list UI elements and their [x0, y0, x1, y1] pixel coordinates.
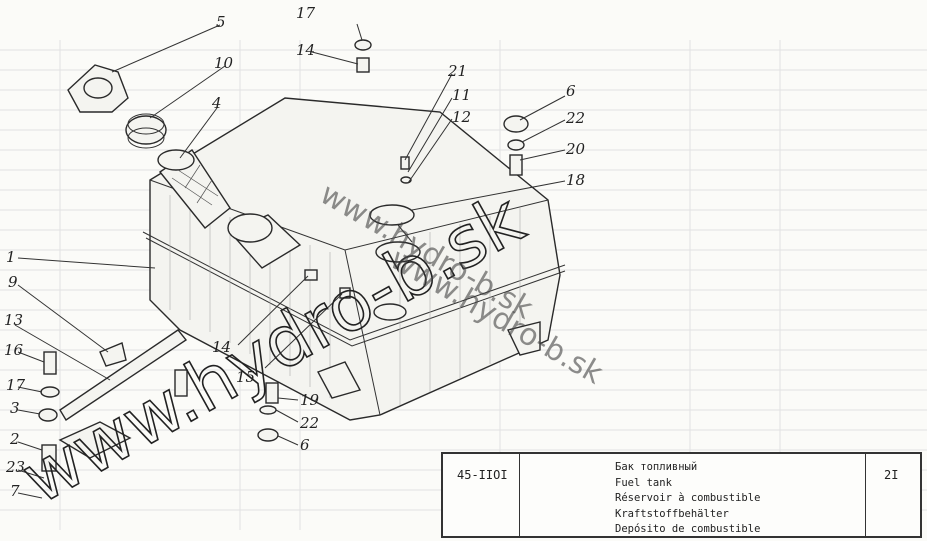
part-name-list: Бак топливный Fuel tank Réservoir à comb… [520, 454, 865, 536]
filter-part-4 [157, 149, 231, 229]
cap-part-5 [67, 64, 129, 113]
spring-part-10 [125, 113, 167, 149]
callout-23: 23 [5, 458, 25, 476]
callout-9: 9 [8, 273, 18, 291]
callout-18: 18 [566, 171, 585, 189]
callout-14-mid: 14 [212, 338, 231, 356]
sender-part-18 [369, 204, 421, 263]
callout-22-bottom: 22 [299, 414, 319, 432]
bolt-parts [38, 39, 529, 472]
sheet-number: 2I [865, 454, 920, 536]
leader-lines [14, 23, 566, 499]
bracket-parts [58, 329, 188, 459]
callout-13: 13 [4, 311, 23, 329]
part-name-en: Fuel tank [615, 476, 672, 489]
callout-10: 10 [214, 54, 234, 72]
callout-14-top: 14 [296, 41, 315, 59]
callout-4: 4 [211, 94, 222, 112]
callout-21: 21 [447, 62, 467, 80]
callout-6-top: 6 [566, 82, 576, 100]
callout-15: 15 [236, 368, 255, 386]
part-name-ru: Бак топливный [615, 461, 698, 473]
callout-3: 3 [10, 399, 20, 417]
callout-numbers: 5 10 4 1 9 13 16 17 3 2 23 7 17 14 21 11… [4, 4, 586, 500]
callout-1: 1 [6, 248, 16, 266]
part-group-code: 45-IIOI [443, 454, 520, 536]
callout-17-top: 17 [296, 4, 316, 22]
callout-17-left: 17 [6, 376, 26, 394]
callout-11: 11 [452, 86, 471, 104]
callout-22-top: 22 [565, 109, 585, 127]
fuel-tank-body [142, 97, 566, 421]
part-name-es: Depósito de combustible [615, 523, 761, 535]
part-name-fr: Réservoir à combustible [615, 492, 761, 504]
callout-2: 2 [9, 430, 20, 448]
title-block: 45-IIOI Бак топливный Fuel tank Réservoi… [441, 452, 922, 538]
callout-5: 5 [216, 13, 226, 31]
callout-7: 7 [10, 482, 20, 500]
callout-20: 20 [565, 140, 586, 158]
callout-16: 16 [4, 341, 24, 359]
callout-19: 19 [300, 391, 320, 409]
callout-12: 12 [452, 108, 471, 126]
callout-6-bottom: 6 [300, 436, 310, 454]
part-name-de: Kraftstoffbehälter [615, 507, 729, 520]
